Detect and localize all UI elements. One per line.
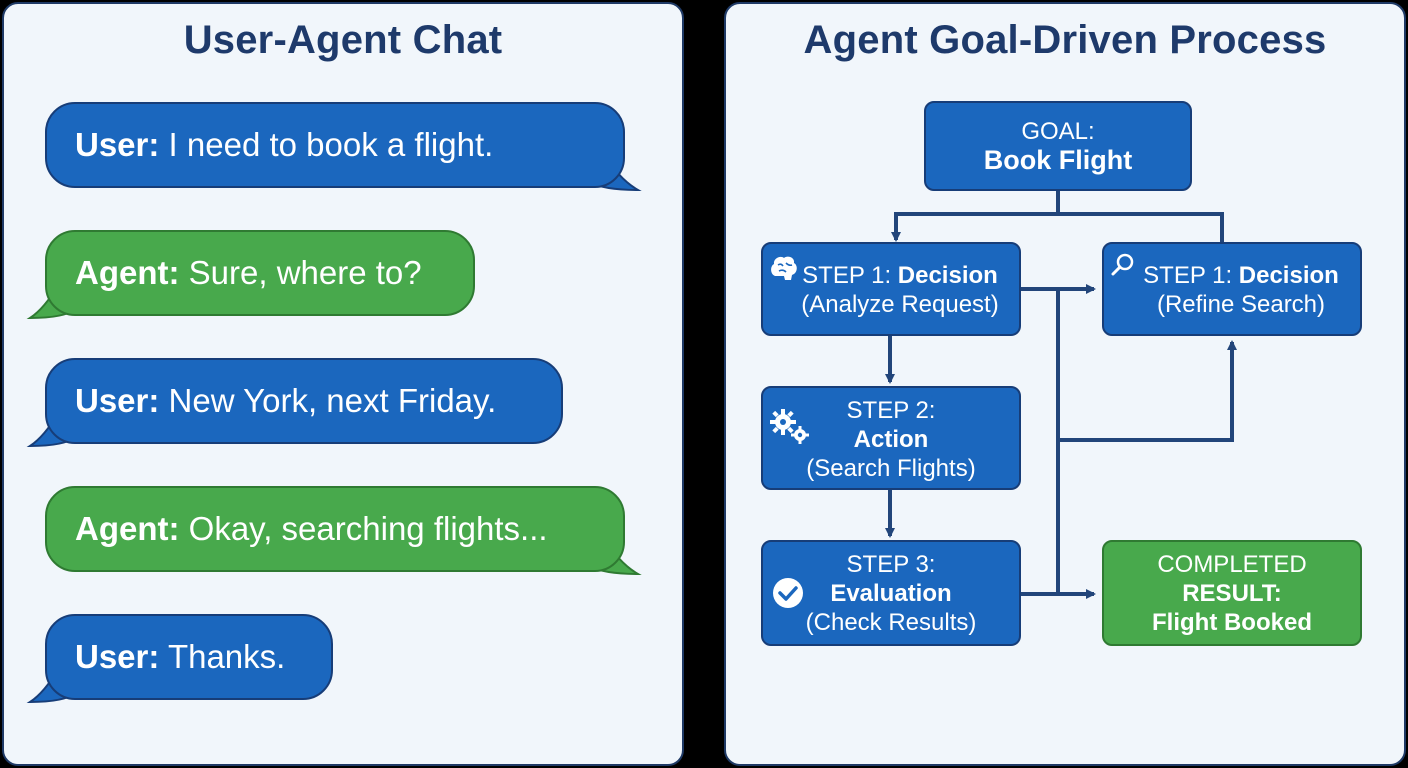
step3-detail: (Check Results) [805,609,977,636]
message-text: Thanks. [159,638,286,675]
process-panel: Agent Goal-Driven Process GOAL: [724,2,1406,766]
step3-prefix: STEP 3: [846,551,936,578]
message-text: I need to book a flight. [159,126,494,163]
chat-message-user: User: New York, next Friday. [45,358,563,444]
goal-label: GOAL: [1021,118,1095,145]
step3-evaluation-box: STEP 3: Evaluation (Check Results) [761,540,1021,646]
result-status: COMPLETED [1157,551,1307,578]
step1-detail: (Analyze Request) [801,291,999,318]
step1-prefix: STEP 1: [802,262,898,289]
step1-refine-label: Decision [1238,262,1339,289]
chat-message-agent: Agent: Sure, where to? [45,230,475,316]
result-label: RESULT: [1182,580,1282,607]
chat-panel: User-Agent Chat User: I need to book a f… [2,2,684,766]
chat-message-user: User: I need to book a flight. [45,102,625,188]
result-box: COMPLETED RESULT: Flight Booked [1102,540,1362,646]
message-text: Okay, searching flights... [179,510,548,547]
chat-message-agent: Agent: Okay, searching flights... [45,486,625,572]
chat-message-user: User: Thanks. [45,614,333,700]
step2-action-box: STEP 2: Action (Search Flights) [761,386,1021,490]
step1-refine-box: STEP 1: Decision (Refine Search) [1102,242,1362,336]
flow-connectors [885,190,1237,599]
speaker-label: User: [75,126,160,163]
step1-label: Decision [897,262,998,289]
check-circle-icon [773,578,803,608]
step2-prefix: STEP 2: [846,397,936,424]
step1-refine-detail: (Refine Search) [1156,291,1326,318]
step1-decision-box: STEP 1: Decision (Analyze Request) [761,242,1021,336]
step3-label: Evaluation [830,580,952,607]
result-value: Flight Booked [1152,609,1312,636]
speaker-label: User: [75,382,160,419]
message-text: New York, next Friday. [159,382,497,419]
magnifier-icon [1111,253,1134,276]
step2-label: Action [853,426,929,453]
speaker-label: Agent: [75,510,180,547]
speaker-label: User: [75,638,160,675]
chat-panel-title: User-Agent Chat [183,18,503,62]
brain-icon [771,256,797,280]
message-text: Sure, where to? [179,254,422,291]
goal-title: Book Flight [983,145,1133,175]
process-panel-title: Agent Goal-Driven Process [803,18,1327,62]
step1-refine-prefix: STEP 1: [1143,262,1239,289]
step2-detail: (Search Flights) [806,455,976,482]
gears-icon [770,409,809,444]
speaker-label: Agent: [75,254,180,291]
goal-box: GOAL: Book Flight [924,101,1192,191]
